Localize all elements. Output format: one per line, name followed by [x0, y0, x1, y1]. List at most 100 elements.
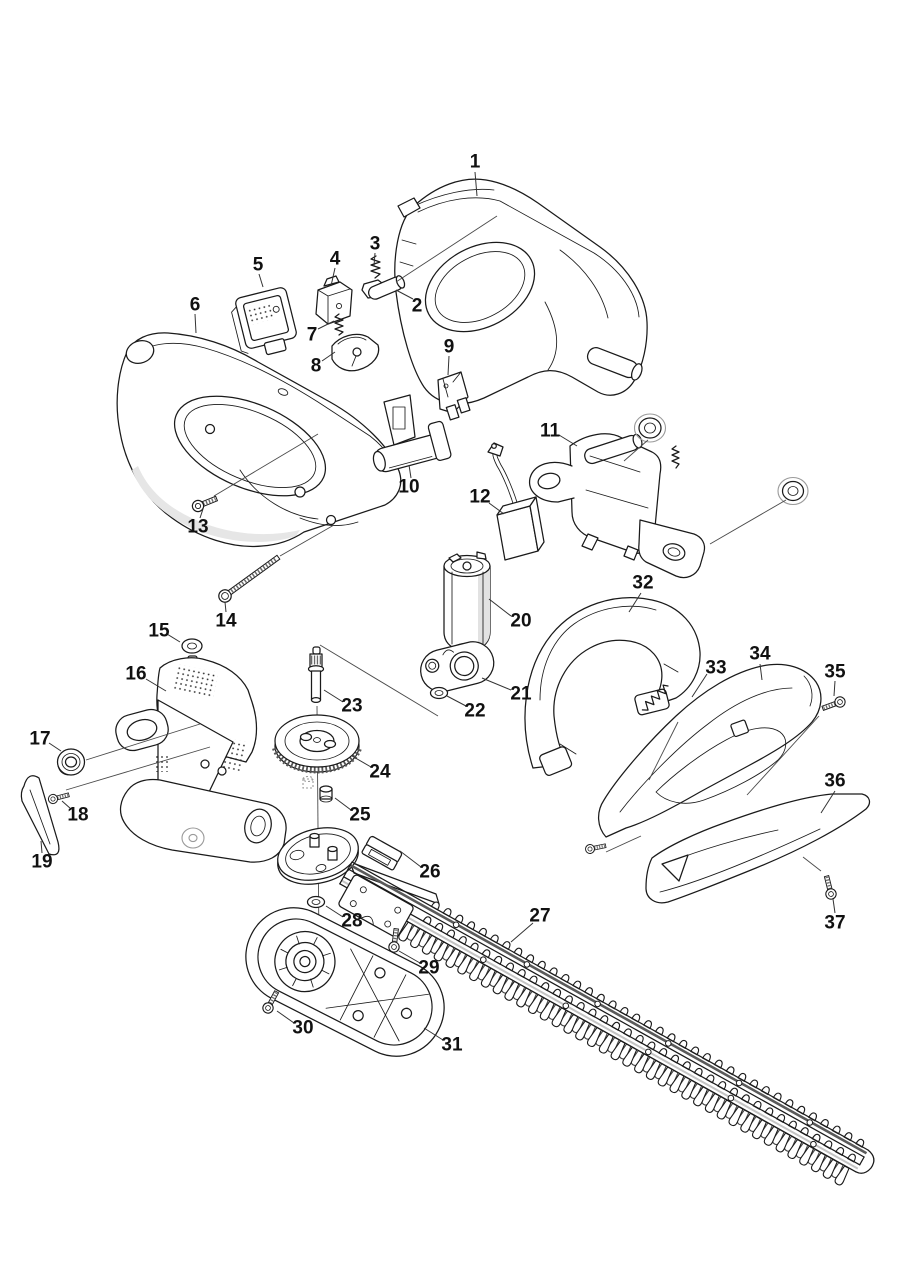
part-bottom-cover: [245, 907, 445, 1057]
part-cap: [56, 748, 86, 776]
part-label-21: 21: [481, 677, 532, 705]
part-label-20: 20: [488, 598, 532, 632]
part-shear-blade-teeth: [398, 901, 865, 1186]
part-number-6: 6: [190, 295, 201, 316]
part-number-26: 26: [419, 862, 440, 883]
leader-line-4: [330, 267, 336, 287]
part-number-28: 28: [341, 911, 362, 932]
part-number-36: 36: [824, 771, 845, 792]
part-label-29: 29: [398, 950, 440, 979]
part-front-grip: [598, 663, 822, 838]
part-cam-plate: [277, 827, 440, 905]
part-rear-housing-right: [394, 178, 648, 405]
part-number-19: 19: [31, 852, 52, 873]
leader-line-14: [224, 601, 227, 613]
leader-line-12: [488, 502, 505, 515]
leader-line-25: [334, 797, 352, 811]
part-label-33: 33: [691, 658, 727, 698]
leader-line-20: [488, 598, 512, 617]
part-clamp-block: [361, 835, 403, 871]
part-number-20: 20: [510, 611, 531, 632]
part-label-34: 34: [749, 644, 771, 681]
leader-line-17: [48, 742, 62, 752]
leader-line-29: [398, 950, 421, 964]
part-screw-cap: [45, 788, 72, 807]
leader-line-13: [199, 508, 204, 519]
part-label-7: 7: [307, 320, 335, 346]
part-number-13: 13: [187, 517, 208, 538]
part-label-12: 12: [469, 487, 505, 515]
part-number-5: 5: [253, 255, 264, 276]
part-number-10: 10: [398, 477, 419, 498]
part-label-24: 24: [351, 755, 391, 783]
part-number-31: 31: [441, 1035, 463, 1056]
leader-line-34: [759, 663, 763, 681]
part-number-1: 1: [470, 152, 481, 173]
part-gear-housing: [115, 638, 287, 863]
leader-line-24: [351, 755, 372, 768]
part-label-14: 14: [215, 601, 237, 632]
part-number-29: 29: [418, 958, 439, 979]
part-number-7: 7: [307, 325, 318, 346]
leader-line-6: [194, 313, 197, 334]
leader-line-26: [399, 850, 422, 868]
leader-line-33: [691, 673, 708, 698]
part-number-12: 12: [469, 487, 490, 508]
part-label-5: 5: [253, 255, 264, 288]
part-number-4: 4: [330, 249, 341, 270]
part-label-27: 27: [510, 906, 551, 943]
leader-line-30: [276, 1010, 295, 1024]
part-number-18: 18: [67, 805, 88, 826]
part-label-36: 36: [820, 771, 846, 814]
part-label-13: 13: [187, 508, 209, 538]
part-number-8: 8: [311, 356, 322, 377]
part-cap-grommet-a: [633, 413, 667, 443]
part-label-23: 23: [323, 689, 363, 717]
part-number-32: 32: [632, 573, 653, 594]
part-shear-blade: [339, 861, 875, 1174]
part-spring-guard: [641, 684, 669, 711]
part-label-10: 10: [398, 464, 420, 498]
part-grommet: [181, 638, 203, 654]
part-label-31: 31: [423, 1027, 463, 1056]
leader-line-16: [145, 678, 167, 692]
leader-line-23: [323, 689, 344, 703]
part-number-22: 22: [464, 701, 485, 722]
part-label-16: 16: [125, 664, 167, 692]
part-number-25: 25: [349, 805, 371, 826]
part-number-27: 27: [529, 906, 550, 927]
leader-line-7: [317, 320, 335, 330]
part-number-37: 37: [824, 913, 845, 934]
part-label-4: 4: [330, 249, 341, 287]
leader-line-31: [423, 1027, 444, 1041]
part-hand-guard: [645, 793, 871, 904]
part-label-22: 22: [446, 695, 486, 722]
leader-line-2: [395, 289, 414, 300]
part-screw-grip: [819, 693, 849, 715]
part-rear-housing-left: [116, 332, 402, 548]
part-number-2: 2: [412, 296, 423, 317]
part-spindle-pin: [307, 646, 325, 704]
part-number-24: 24: [369, 762, 391, 783]
part-number-16: 16: [125, 664, 146, 685]
part-label-17: 17: [29, 729, 62, 752]
leader-line-27: [510, 922, 534, 943]
part-washer-blade: [306, 895, 326, 909]
part-number-9: 9: [444, 337, 455, 358]
part-cover-piece: [20, 775, 60, 856]
part-label-9: 9: [444, 337, 455, 376]
part-label-11: 11: [540, 421, 578, 447]
leader-line-10: [408, 464, 412, 479]
part-blade-bracket-plate: [338, 874, 414, 938]
part-loop-handle: [524, 597, 701, 776]
leader-line-22: [446, 695, 467, 707]
part-trigger-lever: [331, 333, 380, 372]
part-capacitor: [487, 442, 545, 561]
part-number-11: 11: [540, 421, 561, 442]
leader-line-35: [833, 680, 836, 697]
part-label-19: 19: [31, 840, 53, 873]
leader-line-11: [558, 434, 578, 447]
part-screw-long: [218, 554, 281, 603]
leader-line-28: [325, 905, 344, 918]
